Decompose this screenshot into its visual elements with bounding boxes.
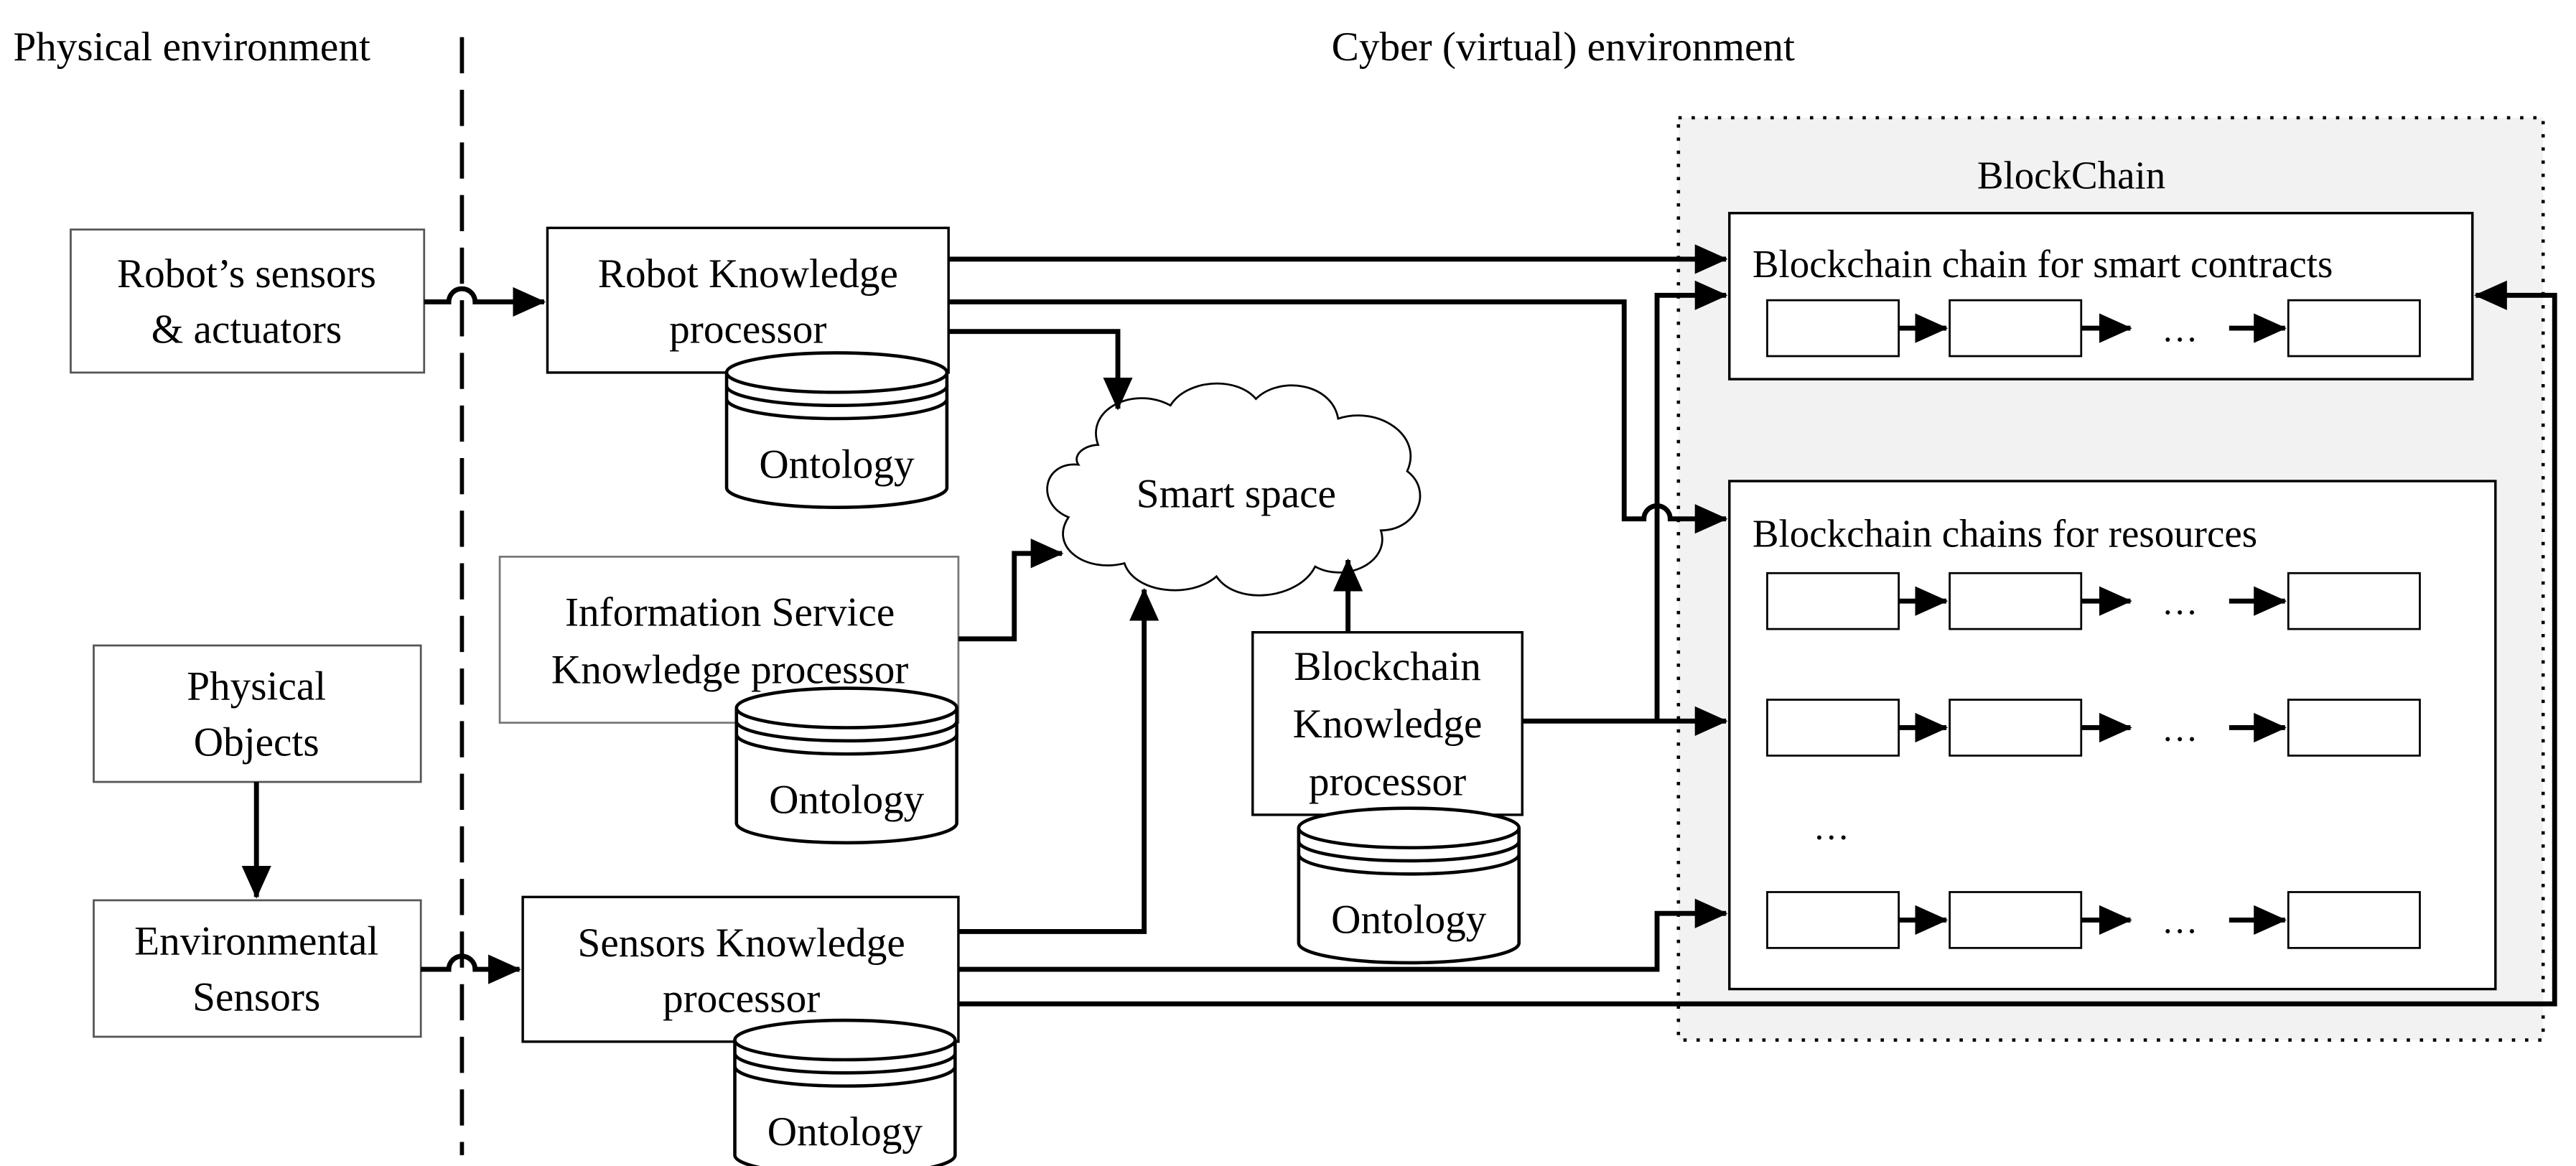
environmental-sensors-node: Environmental Sensors — [93, 899, 422, 1038]
chain-block — [1766, 699, 1900, 757]
sensors-kp-line-2: processor — [663, 976, 820, 1022]
env-sensors-to-sensors-kp — [421, 953, 521, 984]
sensors-kp-to-smart-contracts — [958, 280, 2557, 1007]
info-kp-line-1: Information Service — [565, 590, 895, 635]
robot-kp-line-1: Robot Knowledge — [598, 251, 898, 297]
chain-row-smart-contracts: … — [1766, 299, 2421, 358]
sensors-kp-line-1: Sensors Knowledge — [578, 920, 905, 966]
robot-knowledge-processor: Robot Knowledge processor — [546, 226, 950, 374]
info-kp-to-smart-space — [958, 538, 1064, 642]
blockchain-title: BlockChain — [1977, 153, 2165, 197]
chain-ellipsis: … — [2162, 582, 2198, 622]
chain-block — [2287, 299, 2421, 358]
ontology-db-info-service: Ontology — [734, 686, 958, 845]
chain-block — [1766, 891, 1900, 949]
sensors-knowledge-processor: Sensors Knowledge processor — [521, 895, 960, 1043]
blockchain-knowledge-processor: Blockchain Knowledge processor — [1251, 630, 1524, 816]
smart-space-label: Smart space — [1137, 472, 1336, 517]
chain-block — [1949, 572, 2083, 630]
connectors — [241, 244, 2557, 1007]
chain-block — [1766, 299, 1900, 358]
resource-chains-label: Blockchain chains for resources — [1753, 512, 2257, 556]
chain-block — [2287, 699, 2421, 757]
chain-block — [2287, 891, 2421, 949]
smart-contracts-chain-label: Blockchain chain for smart contracts — [1753, 242, 2333, 286]
info-kp-line-2: Knowledge processor — [551, 648, 908, 693]
robot-kp-line-2: processor — [669, 307, 826, 353]
robot-sensors-node: Robot’s sensors & actuators — [70, 228, 426, 374]
chain-ellipsis: … — [2162, 901, 2198, 941]
ontology-label: Ontology — [769, 778, 925, 823]
robot-sensors-line-1: Robot’s sensors — [117, 251, 376, 297]
robot-sensors-to-robot-kp — [424, 286, 546, 317]
blockchain-kp-line-1: Blockchain — [1294, 644, 1481, 689]
blockchain-kp-line-2: Knowledge — [1293, 701, 1483, 747]
environmental-sensors-line-1: Environmental — [134, 918, 378, 964]
robot-kp-to-smart-space — [948, 329, 1133, 411]
blockchain-kp-to-smart-contracts — [1654, 280, 1728, 722]
physical-objects-line-1: Physical — [187, 664, 326, 709]
chain-row-resource-row-1: … — [1766, 572, 2421, 630]
chain-ellipsis: … — [2162, 709, 2198, 749]
sensors-kp-to-smart-space — [958, 587, 1159, 934]
ontology-db-sensors: Ontology — [733, 1018, 957, 1166]
ontology-label: Ontology — [767, 1109, 923, 1155]
ontology-label: Ontology — [1331, 897, 1487, 943]
ontology-label: Ontology — [759, 442, 915, 487]
chain-block — [1949, 699, 2083, 757]
chain-row-resource-row-3: … — [1766, 891, 2421, 949]
chain-block — [1766, 572, 1900, 630]
physical-objects-node: Physical Objects — [93, 644, 422, 783]
physical-environment-label: Physical environment — [13, 24, 370, 70]
chain-block — [1949, 299, 2083, 358]
robot-sensors-line-2: & actuators — [151, 307, 342, 353]
chain-rows-ellipsis: … — [1814, 807, 1849, 847]
cyber-environment-label: Cyber (virtual) environment — [1332, 24, 1795, 70]
sensors-kp-to-resource-row-3 — [958, 898, 1728, 972]
physical-objects-line-2: Objects — [194, 719, 319, 765]
smart-space-cloud: Smart space — [1046, 382, 1422, 597]
chain-block — [2287, 572, 2421, 630]
environmental-sensors-line-2: Sensors — [192, 974, 320, 1020]
chain-ellipsis: … — [2162, 309, 2198, 349]
chain-block — [1949, 891, 2083, 949]
chain-rows: … … … … — [1766, 299, 2421, 949]
chain-row-resource-row-2: … — [1766, 699, 2421, 757]
ontology-db-robot: Ontology — [724, 351, 949, 509]
blockchain-kp-line-3: processor — [1309, 759, 1466, 804]
ontology-db-blockchain: Ontology — [1297, 806, 1521, 965]
